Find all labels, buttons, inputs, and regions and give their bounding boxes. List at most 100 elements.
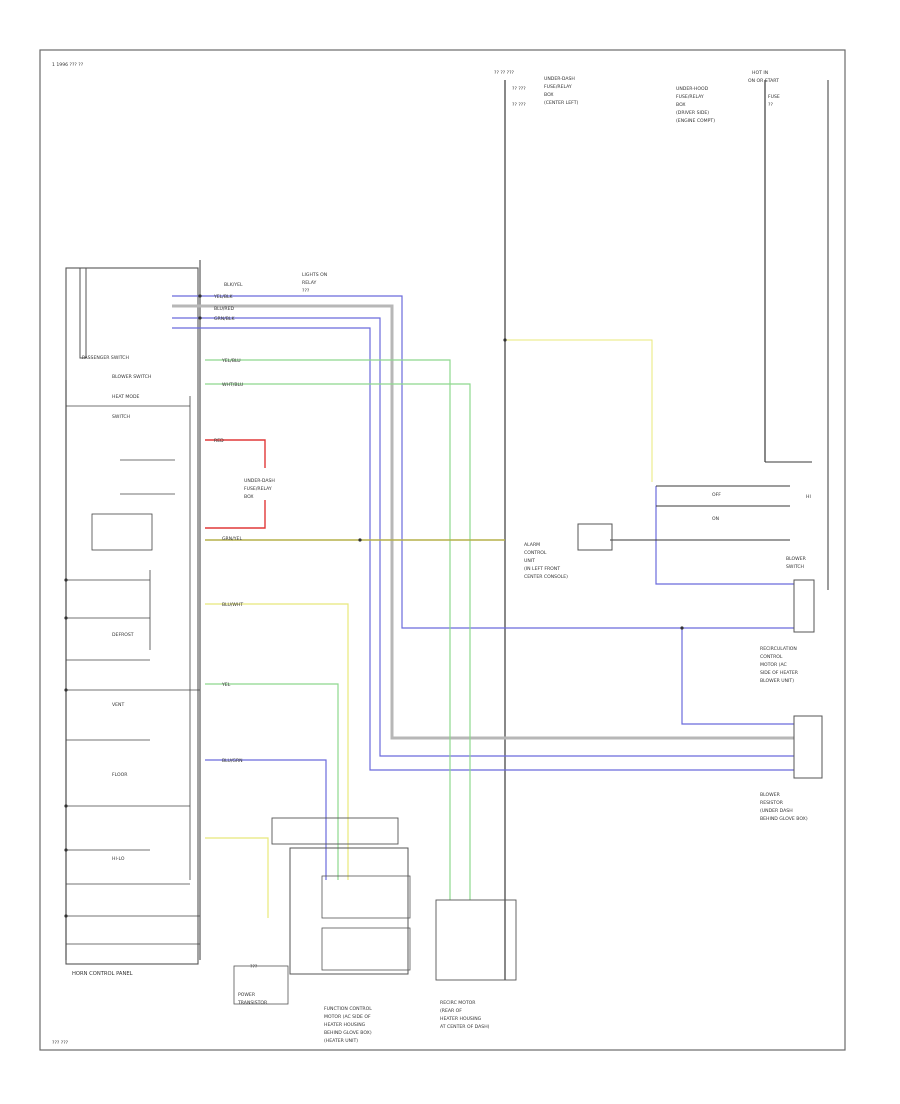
green-wire-b <box>205 383 471 900</box>
fuse-line-2: ?? ??? <box>512 102 526 108</box>
blue-wire-a <box>172 295 794 629</box>
junction-dot <box>198 294 202 298</box>
power-mid-desc-2: BOX <box>676 102 686 108</box>
right-sw-label-0: OFF <box>712 492 721 498</box>
power-right-1: ON OR START <box>748 78 779 84</box>
blower-resistor-1: RESISTOR <box>760 800 784 806</box>
blue-wire-d <box>205 759 327 880</box>
switch-box <box>79 267 87 359</box>
wire-color-label: BLU/RED <box>214 306 234 312</box>
fuse-line-1: ?? ??? <box>512 86 526 92</box>
junction-dot <box>64 578 68 582</box>
wire-color-label: YEL <box>221 682 231 688</box>
junction-dot <box>358 538 362 542</box>
red-wire-a <box>205 439 266 468</box>
yellow-wire-a <box>205 603 349 880</box>
power-right-2: FUSE <box>768 94 780 100</box>
recirc-control-1: CONTROL <box>760 654 783 660</box>
junction-dot <box>503 338 507 342</box>
junction-dot <box>64 804 68 808</box>
wire-color-label: YEL/BLK <box>213 294 234 300</box>
ground-label: ??? <box>250 964 258 970</box>
yellow-wire-c <box>505 339 653 482</box>
blower-switch-0: BLOWER <box>786 556 807 562</box>
power-mid-desc-4: (ENGINE COMPT) <box>676 118 715 124</box>
wire-color-label: GRN/BLK <box>214 316 235 322</box>
panel-item-label: FLOOR <box>112 772 128 778</box>
control-relay <box>577 523 613 551</box>
bottom-right-1: (REAR OF <box>440 1008 462 1014</box>
panel-title: HORN CONTROL PANEL <box>72 971 133 977</box>
right-sw-label-1: ON <box>712 516 719 522</box>
wire-color-label: WHT/BLU <box>222 382 243 388</box>
power-left-desc-3: (CENTER LEFT) <box>544 100 579 106</box>
panel-item-label: DEFROST <box>112 632 134 638</box>
relay-left-1: RELAY <box>302 280 317 286</box>
yellow-wire-b <box>205 837 269 918</box>
junction-dot <box>64 616 68 620</box>
blue-wire-b <box>172 317 794 757</box>
center-module-3: (IN LEFT FRONT <box>524 566 560 572</box>
function-motor-bracket <box>271 817 399 845</box>
bottom-right-0: RECIRC MOTOR <box>440 1000 476 1006</box>
center-module-0: ALARM <box>524 542 540 548</box>
bottom-right-3: AT CENTER OF DASH) <box>440 1024 490 1030</box>
function-motor-box <box>289 847 409 975</box>
wire-color-label: BLU/GRN <box>222 758 243 764</box>
wire-color-label: YEL/BLU <box>221 358 241 364</box>
bottom-small-0: POWER <box>238 992 256 998</box>
panel-item-label: VENT <box>112 702 124 708</box>
center-module-4: CENTER CONSOLE) <box>524 574 568 580</box>
blower-resistor-2: (UNDER DASH <box>760 808 793 814</box>
blue-wire-e <box>681 628 794 725</box>
green-wire-a <box>205 359 451 900</box>
bottom-center-4: (HEATER UNIT) <box>324 1038 358 1044</box>
left-panel-switches <box>66 396 200 945</box>
bottom-right-2: HEATER HOUSING <box>440 1016 482 1022</box>
fuse-box-label-2: BOX <box>244 494 254 500</box>
blue-wire-f <box>655 486 794 585</box>
footer-label: ??? ??? <box>52 1040 69 1046</box>
fuse-box-label-1: FUSE/RELAY <box>244 486 272 492</box>
bottom-center-0: FUNCTION CONTROL <box>324 1006 372 1012</box>
junction-dot <box>198 316 202 320</box>
bottom-center-2: HEATER HOUSING <box>324 1022 366 1028</box>
power-left-desc-0: UNDER-DASH <box>544 76 575 82</box>
recirc-control-0: RECIRCULATION <box>760 646 797 652</box>
power-mid-desc-1: FUSE/RELAY <box>676 94 704 100</box>
blue-wire-c <box>172 327 794 771</box>
bottom-center-3: BEHIND GLOVE BOX) <box>324 1030 372 1036</box>
right-sw-label-2: HI <box>806 494 811 500</box>
recirc-motor-box <box>435 899 517 981</box>
relay-left-0: LIGHTS ON <box>302 272 327 278</box>
gray-harness-a <box>172 304 794 740</box>
green-wire-c <box>205 683 339 880</box>
wire-color-label: GRN/YEL <box>222 536 242 542</box>
panel-item-label: SWITCH <box>112 414 130 420</box>
power-right-0: HOT IN <box>752 70 768 76</box>
blower-switch-1: SWITCH <box>786 564 804 570</box>
power-transistor-box <box>233 965 289 1005</box>
junction-dot <box>64 914 68 918</box>
recirc-control-3: SIDE OF HEATER <box>760 670 799 676</box>
motor-connector-pins <box>321 875 411 971</box>
switch-label: PASSENGER SWITCH <box>82 355 129 361</box>
wire-color-label: RED <box>214 438 224 444</box>
center-module-1: CONTROL <box>524 550 547 556</box>
wire-color-label: BLK/YEL <box>224 282 243 288</box>
red-wire-b <box>205 500 266 529</box>
junction-dot <box>680 626 684 630</box>
junction-dot <box>64 848 68 852</box>
recirc-control-2: MOTOR (AC <box>760 662 787 668</box>
blower-resistor-connector <box>793 715 823 779</box>
blower-switch-connector <box>793 579 815 633</box>
fuse-box-label-0: UNDER-DASH <box>244 478 275 484</box>
blower-resistor-0: BLOWER <box>760 792 781 798</box>
power-mid-desc-0: UNDER-HOOD <box>676 86 709 92</box>
panel-item-label: HI-LO <box>112 856 125 862</box>
fuse-line-0: ?? ?? ??? <box>494 70 515 76</box>
diagram-frame <box>39 49 846 1051</box>
bottom-center-1: MOTOR (AC SIDE OF <box>324 1014 371 1020</box>
